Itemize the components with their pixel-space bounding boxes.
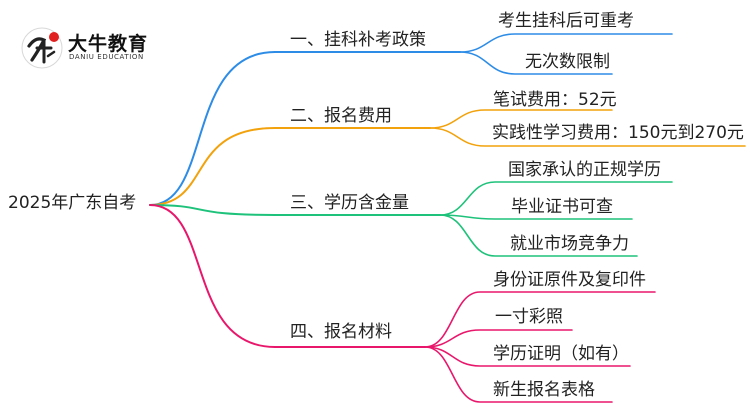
leaf-connector-4-2: [424, 329, 573, 348]
leaf-2-2: 实践性学习费用：150元到270元: [492, 123, 744, 143]
leaf-1-1: 考生挂科后可重考: [498, 11, 634, 31]
leaf-4-1: 身份证原件及复印件: [493, 270, 646, 290]
leaf-connector-2-1: [429, 109, 613, 129]
branch-label-3: 三、学历含金量: [290, 193, 409, 213]
logo-name-cn: 大牛教育: [68, 33, 149, 55]
leaf-1-2: 无次数限制: [525, 52, 610, 72]
leaf-4-4: 新生报名表格: [493, 380, 595, 400]
leaf-connector-4-4: [424, 346, 613, 403]
leaf-connector-2-2: [429, 127, 746, 147]
leaf-connector-3-2: [439, 214, 633, 220]
leaf-connector-1-1: [459, 33, 673, 53]
leaf-connector-4-1: [424, 291, 656, 348]
branch-curve-1: [149, 51, 276, 206]
leaf-3-3: 就业市场竞争力: [510, 234, 629, 254]
leaf-4-2: 一寸彩照: [495, 307, 563, 327]
logo-mark-icon: [21, 27, 63, 69]
branch-label-4: 四、报名材料: [290, 322, 392, 342]
leaf-4-3: 学历证明（如有）: [493, 344, 629, 364]
leaf-3-1: 国家承认的正规学历: [508, 160, 661, 180]
branch-curve-3: [149, 204, 276, 216]
branch-label-2: 二、报名费用: [290, 106, 392, 126]
branch-label-1: 一、挂科补考政策: [290, 30, 426, 50]
leaf-connector-3-1: [439, 181, 673, 216]
leaf-connector-3-3: [439, 214, 638, 257]
leaf-connector-4-3: [424, 346, 631, 367]
brand-logo: 大牛教育 DANIU EDUCATION: [20, 26, 180, 70]
logo-name-en: DANIU EDUCATION: [69, 53, 144, 61]
leaf-3-2: 毕业证书可查: [511, 197, 613, 217]
branch-curve-2: [149, 127, 276, 206]
branch-curve-4: [149, 204, 276, 348]
mindmap-root: 2025年广东自考: [8, 193, 137, 213]
leaf-2-1: 笔试费用：52元: [493, 90, 617, 110]
leaf-connector-1-2: [459, 51, 613, 75]
